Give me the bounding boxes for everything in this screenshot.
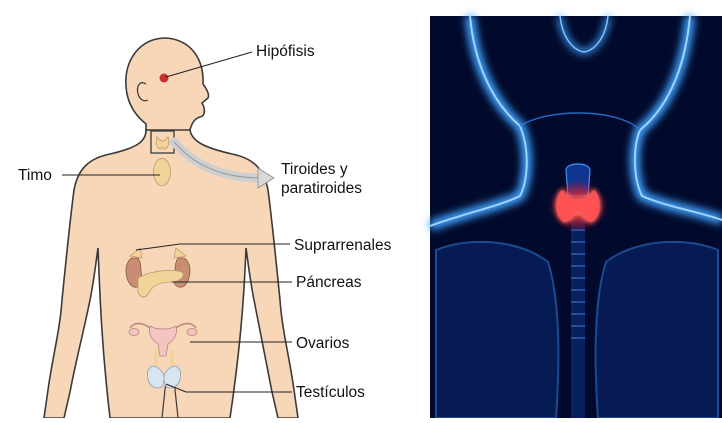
thyroid-arrow-head (257, 167, 275, 189)
pancreas (137, 270, 184, 298)
label-suprarrenales: Suprarrenales (294, 237, 392, 254)
label-tiroides-line1: Tiroides y (281, 161, 348, 178)
body-illustration: Hipófisis Timo Tiroides y paratiroides S… (18, 37, 392, 419)
thyroid-small (155, 136, 170, 150)
label-tiroides-line2: paratiroides (281, 180, 362, 197)
label-ovarios: Ovarios (296, 335, 350, 352)
label-hipofisis: Hipófisis (256, 43, 315, 60)
pituitary-gland (159, 73, 169, 83)
fallopian-tubes (129, 322, 197, 329)
xray-image (428, 15, 722, 419)
leader-testiculos (165, 383, 292, 393)
label-testiculos: Testículos (296, 384, 365, 401)
left-adrenal (129, 247, 143, 259)
xray-lungs (435, 240, 719, 419)
uterus (149, 325, 177, 357)
ear (136, 82, 149, 102)
thymus (153, 158, 171, 186)
spermatic-cord (154, 350, 174, 366)
left-ovary (128, 328, 140, 336)
leader-suprarrenales (135, 243, 290, 251)
xray-silhouette (429, 15, 722, 227)
right-ovary (186, 328, 198, 336)
leader-lines (62, 51, 292, 393)
head (125, 37, 210, 141)
leader-hipofisis (165, 51, 253, 78)
label-pancreas: Páncreas (296, 274, 362, 291)
label-timo: Timo (18, 167, 52, 184)
thyroid-arrow-outline (173, 141, 263, 179)
xray-thyroid (548, 180, 608, 232)
testes (147, 365, 181, 389)
right-adrenal (173, 247, 187, 259)
